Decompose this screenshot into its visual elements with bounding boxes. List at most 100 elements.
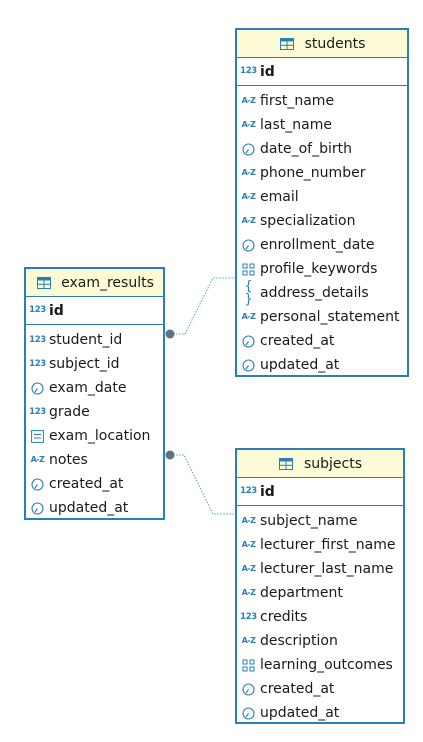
array-type-icon	[240, 263, 257, 276]
column-name: student_id	[49, 332, 123, 348]
string-type-icon: A-Z	[241, 540, 256, 549]
column-name: updated_at	[49, 500, 129, 516]
column-row[interactable]: { }address_details	[237, 279, 407, 307]
date-type-icon	[240, 238, 257, 252]
column-name: updated_at	[260, 705, 340, 721]
date-type-icon	[240, 682, 257, 696]
text-type-icon	[29, 429, 46, 443]
date-type-icon	[29, 477, 46, 491]
primary-key-row[interactable]: 123 id	[237, 58, 407, 86]
column-row[interactable]: exam_location	[26, 424, 163, 448]
string-type-icon: A-Z	[241, 216, 256, 225]
relation-student-endpoint	[165, 329, 175, 339]
entity-header[interactable]: subjects	[237, 450, 403, 478]
column-name: phone_number	[260, 165, 366, 181]
column-name: date_of_birth	[260, 141, 352, 157]
string-type-icon: A-Z	[241, 96, 256, 105]
number-type-icon: 123	[240, 486, 257, 497]
column-row[interactable]: date_of_birth	[237, 137, 407, 161]
column-name: created_at	[260, 333, 335, 349]
column-name: specialization	[260, 213, 356, 229]
column-name: exam_location	[49, 428, 151, 444]
string-type-icon: A-Z	[241, 636, 256, 645]
column-row[interactable]: A-Z phone_number	[237, 161, 407, 185]
number-type-icon: 123	[29, 406, 46, 417]
string-type-icon: A-Z	[241, 516, 256, 525]
number-type-icon: 123	[29, 334, 46, 345]
json-type-icon: { }	[244, 279, 253, 307]
relation-subject-link[interactable]	[170, 454, 236, 515]
column-name: credits	[260, 609, 308, 625]
date-type-icon	[240, 706, 257, 720]
column-name: email	[260, 189, 299, 205]
date-type-icon	[240, 334, 257, 348]
number-type-icon: 123	[240, 66, 257, 77]
column-row[interactable]: enrollment_date	[237, 233, 407, 257]
column-row[interactable]: A-Z specialization	[237, 209, 407, 233]
column-name: exam_date	[49, 380, 127, 396]
column-row[interactable]: A-Z last_name	[237, 113, 407, 137]
column-name: updated_at	[260, 357, 340, 373]
column-row[interactable]: A-Z first_name	[237, 89, 407, 113]
column-name: lecturer_last_name	[260, 561, 394, 577]
date-type-icon	[29, 381, 46, 395]
column-row[interactable]: A-Z lecturer_last_name	[237, 557, 403, 581]
string-type-icon: A-Z	[241, 564, 256, 573]
string-type-icon: A-Z	[30, 455, 45, 464]
string-type-icon: A-Z	[241, 192, 256, 201]
column-row[interactable]: A-Z email	[237, 185, 407, 209]
column-row[interactable]: profile_keywords	[237, 257, 407, 281]
column-row[interactable]: created_at	[26, 472, 163, 496]
date-type-icon	[240, 358, 257, 372]
column-name: first_name	[260, 93, 335, 109]
string-type-icon: A-Z	[241, 120, 256, 129]
relation-student-link[interactable]	[170, 277, 236, 335]
column-row[interactable]: exam_date	[26, 376, 163, 400]
primary-key-row[interactable]: 123 id	[237, 478, 403, 506]
column-row[interactable]: A-Z notes	[26, 448, 163, 472]
column-name: id	[260, 63, 275, 80]
entity-title: exam_results	[61, 274, 154, 291]
column-name: profile_keywords	[260, 261, 378, 277]
column-row[interactable]: created_at	[237, 677, 403, 701]
column-name: personal_statement	[260, 309, 400, 325]
date-type-icon	[29, 501, 46, 515]
column-name: subject_id	[49, 356, 120, 372]
column-row[interactable]: created_at	[237, 329, 407, 353]
number-type-icon: 123	[240, 611, 257, 622]
column-row[interactable]: updated_at	[26, 496, 163, 520]
column-row[interactable]: updated_at	[237, 701, 403, 725]
column-name: grade	[49, 404, 90, 420]
column-name: department	[260, 585, 343, 601]
column-row[interactable]: updated_at	[237, 353, 407, 377]
column-row[interactable]: A-Z subject_name	[237, 509, 403, 533]
table-icon	[35, 276, 52, 289]
relation-subject-endpoint	[165, 450, 175, 460]
column-name: subject_name	[260, 513, 358, 529]
column-name: notes	[49, 452, 88, 468]
column-name: last_name	[260, 117, 332, 133]
entity-title: subjects	[303, 455, 363, 472]
column-name: created_at	[260, 681, 335, 697]
string-type-icon: A-Z	[241, 168, 256, 177]
entity-header[interactable]: exam_results	[26, 269, 163, 297]
column-row[interactable]: learning_outcomes	[237, 653, 403, 677]
primary-key-row[interactable]: 123 id	[26, 297, 163, 325]
entity-header[interactable]: students	[237, 30, 407, 58]
column-name: learning_outcomes	[260, 657, 393, 673]
